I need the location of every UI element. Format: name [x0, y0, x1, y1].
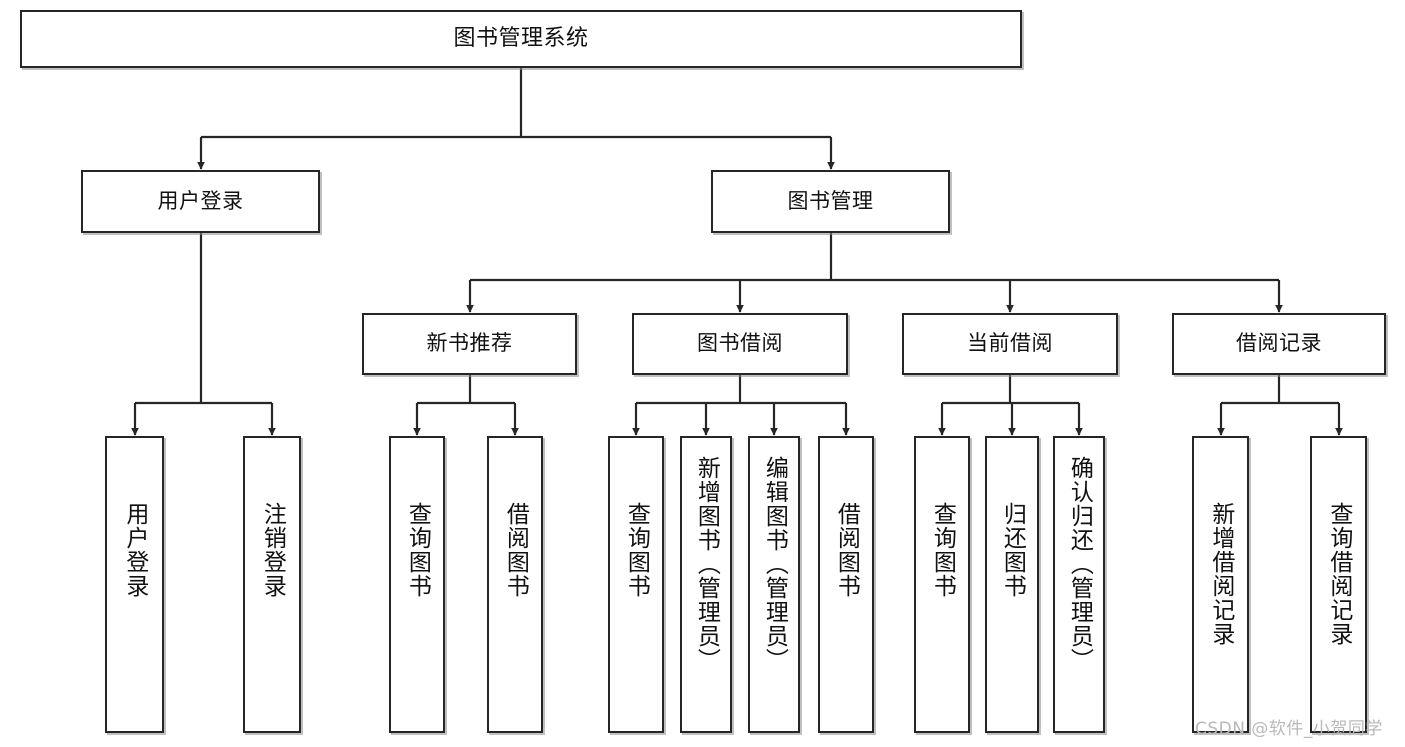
node-user-login[interactable]: 用户登录 — [81, 170, 320, 233]
node-label: 归还图书 — [999, 502, 1026, 598]
node-label: 新增借阅记录 — [1207, 502, 1234, 646]
node-label: 借阅图书 — [833, 502, 860, 598]
leaf-br-add-record[interactable]: 新增借阅记录 — [1192, 436, 1249, 733]
leaf-bb-borrow-books[interactable]: 借阅图书 — [818, 436, 874, 733]
node-label: 图书管理系统 — [453, 25, 589, 51]
node-borrowing-records[interactable]: 借阅记录 — [1172, 313, 1386, 375]
node-label: 图书借阅 — [697, 331, 783, 356]
leaf-cb-return-books[interactable]: 归还图书 — [985, 436, 1039, 733]
leaf-nbr-query-books[interactable]: 查询图书 — [389, 436, 445, 733]
node-label: 新书推荐 — [426, 331, 513, 356]
node-book-management[interactable]: 图书管理 — [711, 170, 950, 233]
node-label: 确认归还（管理员） — [1066, 456, 1093, 672]
node-label: 借阅记录 — [1236, 331, 1322, 356]
leaf-bb-query-books[interactable]: 查询图书 — [608, 436, 664, 733]
leaf-br-query-record[interactable]: 查询借阅记录 — [1310, 436, 1367, 733]
node-label: 注销登录 — [259, 502, 286, 598]
csdn-watermark: CSDN @软件_小贺同学 — [1195, 719, 1383, 739]
node-label: 借阅图书 — [502, 502, 529, 598]
leaf-nbr-borrow-books[interactable]: 借阅图书 — [487, 436, 543, 733]
node-label: 查询图书 — [404, 502, 431, 598]
node-root-book-management-system[interactable]: 图书管理系统 — [20, 10, 1022, 68]
node-current-borrowing[interactable]: 当前借阅 — [902, 313, 1118, 375]
node-label: 查询图书 — [623, 502, 650, 598]
leaf-user-logout[interactable]: 注销登录 — [243, 436, 301, 733]
node-label: 编辑图书（管理员） — [761, 456, 788, 672]
leaf-bb-add-book-admin[interactable]: 新增图书（管理员） — [680, 436, 732, 733]
node-label: 新增图书（管理员） — [693, 456, 720, 672]
leaf-cb-query-books[interactable]: 查询图书 — [914, 436, 970, 733]
leaf-user-login[interactable]: 用户登录 — [105, 436, 164, 733]
node-label: 用户登录 — [121, 502, 148, 598]
node-label: 查询图书 — [929, 502, 956, 598]
node-label: 当前借阅 — [967, 331, 1053, 356]
leaf-cb-confirm-return-admin[interactable]: 确认归还（管理员） — [1053, 436, 1105, 733]
node-label: 查询借阅记录 — [1325, 502, 1352, 646]
node-new-book-recommendation[interactable]: 新书推荐 — [362, 313, 577, 375]
node-book-borrowing[interactable]: 图书借阅 — [632, 313, 848, 375]
node-label: 用户登录 — [157, 188, 244, 213]
node-label: 图书管理 — [787, 188, 874, 213]
leaf-bb-edit-book-admin[interactable]: 编辑图书（管理员） — [748, 436, 800, 733]
